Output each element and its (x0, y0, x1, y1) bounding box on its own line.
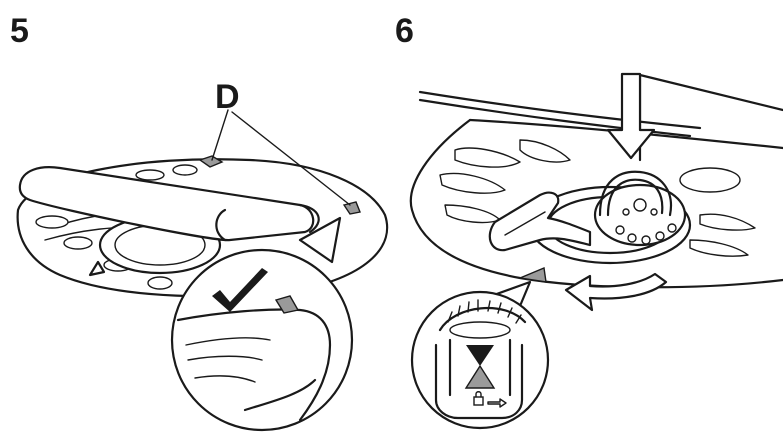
step-number-5: 5 (10, 12, 29, 50)
tub-wall-right (638, 73, 783, 112)
lock-direction-arrow-icon (487, 398, 507, 408)
cylinder-filter (528, 170, 692, 265)
tub-wall-top-2 (418, 98, 692, 138)
filter-handle (488, 191, 592, 252)
triangle-marker-icon (88, 260, 106, 277)
callout-line-right (231, 111, 351, 206)
clip-tab-left (198, 155, 224, 168)
rotate-arrow-icon (564, 272, 668, 312)
tub-wall-top (418, 90, 702, 130)
step-number-6: 6 (395, 12, 414, 50)
triangle-marker-6 (517, 267, 547, 283)
checkmark-icon (212, 268, 268, 312)
clip-tab-right (342, 201, 361, 215)
filter-bar (18, 166, 320, 242)
callout-label-d: D (215, 78, 240, 116)
push-down-arrow-icon (606, 72, 656, 160)
hourglass-icon (464, 345, 496, 389)
callout-line-left (211, 109, 229, 161)
lock-icon (473, 391, 484, 406)
